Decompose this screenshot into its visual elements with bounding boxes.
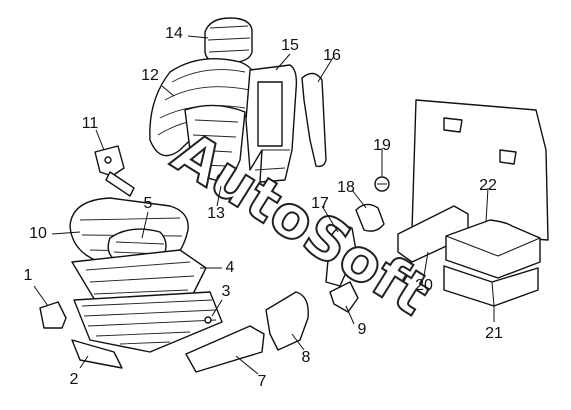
part-rear-backrest bbox=[411, 99, 549, 241]
leader-lines bbox=[33, 35, 495, 375]
part-backrest-side-panel bbox=[301, 72, 327, 168]
callout-11: 11 bbox=[82, 115, 99, 132]
part-adjust-knob bbox=[216, 173, 228, 185]
callout-15: 15 bbox=[281, 37, 299, 54]
callout-18: 18 bbox=[337, 179, 355, 196]
part-recliner-bracket bbox=[94, 145, 135, 197]
callout-14: 14 bbox=[165, 25, 183, 42]
callout-1: 1 bbox=[24, 267, 33, 284]
part-cap bbox=[355, 203, 385, 232]
part-backrest-frame bbox=[245, 64, 298, 183]
callout-9: 9 bbox=[358, 321, 367, 338]
callout-20: 20 bbox=[415, 277, 433, 294]
part-rear-seat-cushion bbox=[445, 219, 541, 279]
part-seat-pan bbox=[71, 249, 207, 303]
callout-12: 12 bbox=[141, 67, 159, 84]
callout-16: 16 bbox=[323, 47, 341, 64]
callout-2: 2 bbox=[70, 371, 79, 388]
part-armrest-bracket bbox=[325, 225, 357, 287]
callout-3: 3 bbox=[222, 283, 231, 300]
callout-7: 7 bbox=[258, 373, 267, 390]
callout-21: 21 bbox=[485, 325, 503, 342]
callout-8: 8 bbox=[302, 349, 311, 366]
callout-17: 17 bbox=[311, 195, 329, 212]
callout-22: 22 bbox=[479, 177, 497, 194]
callout-4: 4 bbox=[226, 259, 235, 276]
part-bolt bbox=[374, 176, 390, 192]
part-seat-frame-rails bbox=[73, 291, 223, 353]
part-release-lever bbox=[329, 281, 359, 313]
callout-13: 13 bbox=[207, 205, 225, 222]
part-backrest-cushion bbox=[149, 57, 260, 181]
part-trim-cap bbox=[39, 301, 67, 329]
callout-labels: 1 2 3 4 5 7 8 9 10 11 12 13 14 15 16 17 … bbox=[24, 25, 503, 390]
callout-10: 10 bbox=[29, 225, 47, 242]
part-rear-cushion-lower bbox=[443, 265, 539, 307]
part-side-cover bbox=[185, 325, 265, 373]
callout-19: 19 bbox=[373, 137, 391, 154]
part-front-trim bbox=[71, 339, 123, 369]
callout-5: 5 bbox=[144, 195, 153, 212]
part-side-cover-end bbox=[265, 291, 309, 351]
